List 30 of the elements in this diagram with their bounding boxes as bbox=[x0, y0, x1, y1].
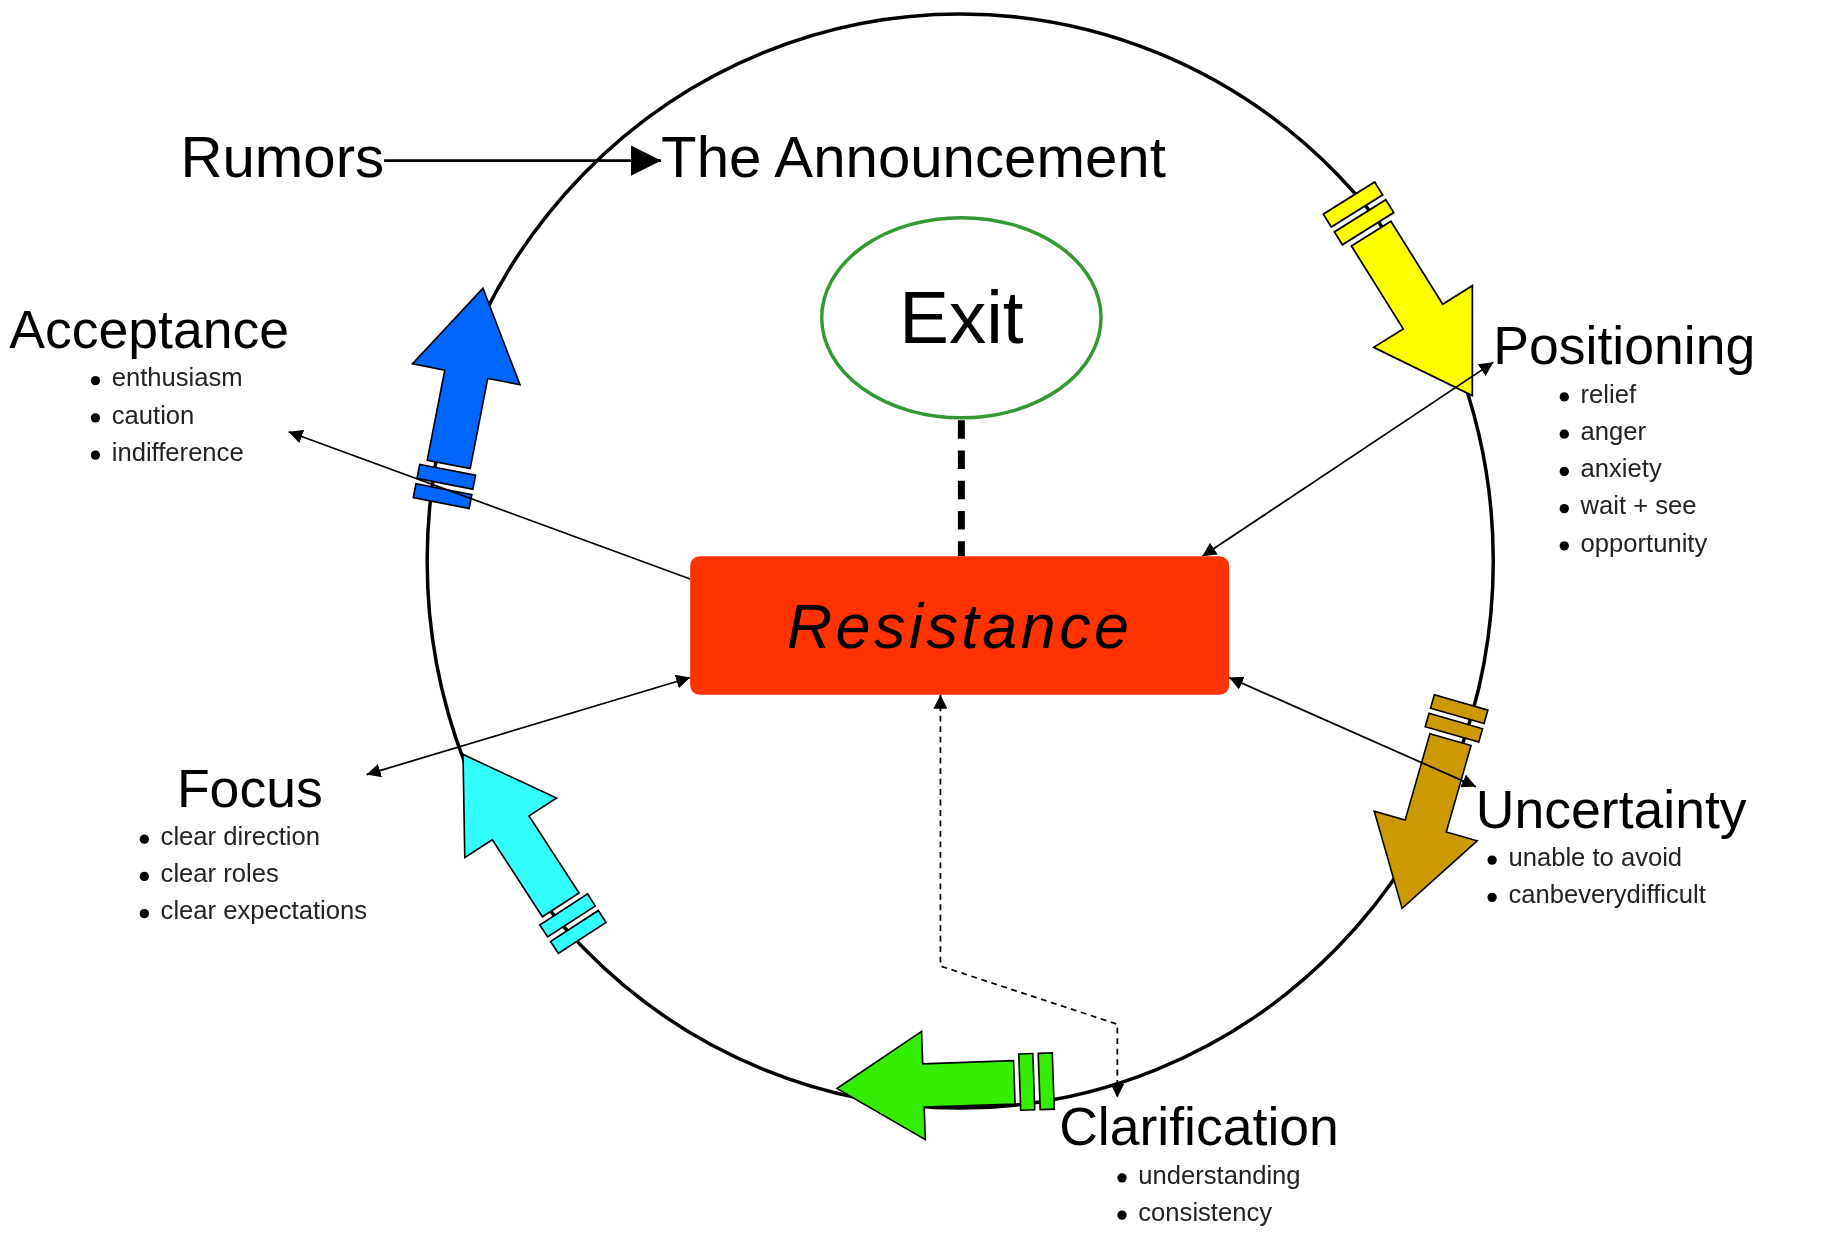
connector-arrow bbox=[287, 430, 692, 580]
stage-heading: Focus bbox=[176, 758, 324, 818]
bullet-item: anxiety bbox=[1557, 449, 1756, 488]
connector-arrow bbox=[384, 145, 662, 176]
bullet-item: anger bbox=[1557, 412, 1756, 450]
bullet-item: canbeverydifficult bbox=[1485, 875, 1747, 914]
bullet-item: clear direction bbox=[137, 817, 367, 855]
stage-heading: Positioning bbox=[1493, 316, 1756, 376]
stage-heading: Acceptance bbox=[9, 300, 290, 360]
bullet-item: caution bbox=[88, 396, 290, 434]
stage-heading: Clarification bbox=[1059, 1097, 1339, 1157]
node-label: Exit bbox=[899, 274, 1024, 361]
bullet-item: wait + see bbox=[1557, 487, 1756, 525]
bullet-item: indifference bbox=[88, 433, 290, 471]
bullet-item: unable to avoid bbox=[1485, 838, 1747, 876]
connector-arrow bbox=[933, 693, 1125, 1099]
bullet-item: relief bbox=[1557, 375, 1756, 413]
bullet-item: understanding bbox=[1115, 1156, 1339, 1194]
process-box: Resistance bbox=[690, 556, 1230, 695]
bullet-item: clear roles bbox=[137, 855, 367, 893]
bullet-item: opportunity bbox=[1557, 524, 1756, 562]
connector-arrow bbox=[365, 674, 692, 778]
connector-arrow bbox=[1201, 361, 1495, 558]
stage-heading: Uncertainty bbox=[1475, 779, 1747, 839]
bullet-item: consistency bbox=[1115, 1193, 1339, 1231]
connector-arrow bbox=[1228, 676, 1477, 788]
heading-text: The Announcement bbox=[661, 125, 1166, 190]
bullet-item: enthusiasm bbox=[88, 359, 290, 397]
heading-text: Rumors bbox=[180, 125, 385, 190]
bullet-item: clear expectations bbox=[137, 892, 367, 930]
